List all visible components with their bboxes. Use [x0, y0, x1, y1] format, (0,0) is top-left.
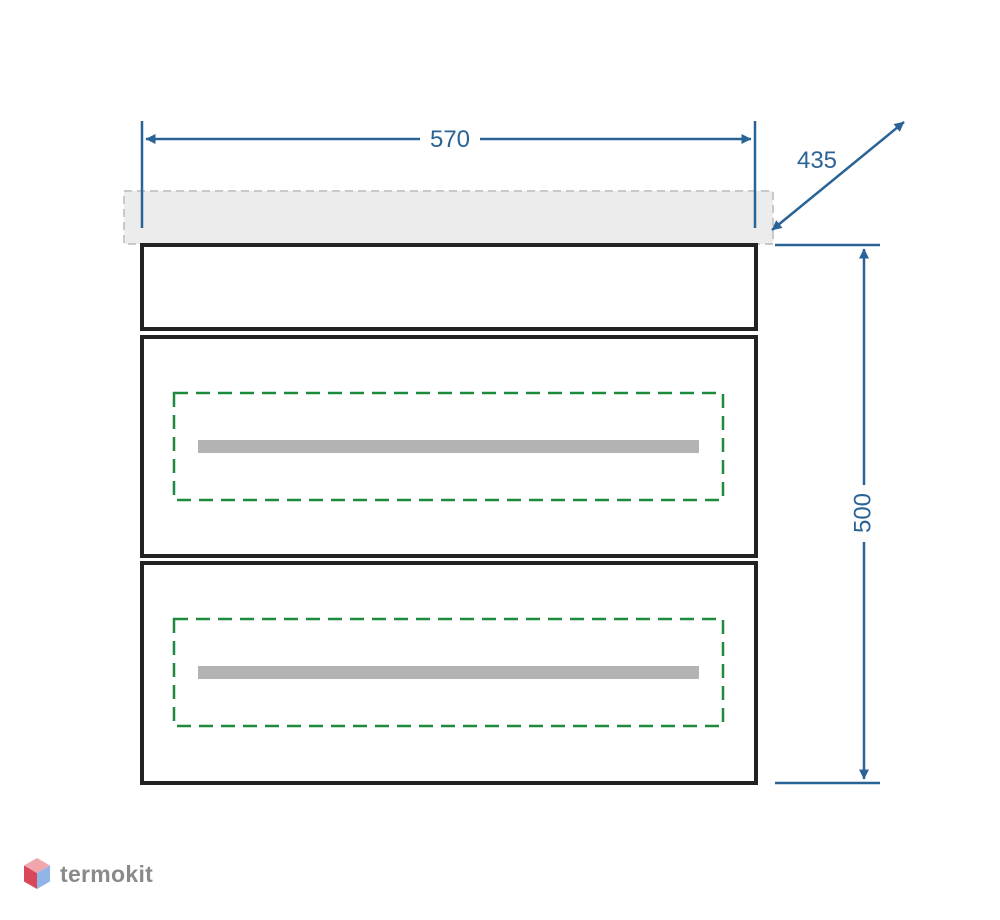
height-label: 500	[849, 493, 876, 533]
drawer-upper-handle-zone	[172, 391, 725, 502]
width-dimension	[140, 121, 757, 228]
cabinet-top-panel	[140, 243, 758, 331]
depth-label: 435	[797, 147, 837, 174]
drawer-lower-handle	[198, 666, 699, 679]
depth-arrow	[771, 121, 905, 231]
drawer-upper	[140, 335, 758, 558]
drawer-upper-handle	[198, 440, 699, 453]
drawer-lower-handle-zone	[172, 617, 725, 728]
width-label: 570	[430, 126, 470, 153]
drawer-lower	[140, 561, 758, 785]
hexagon-cube-icon	[24, 858, 50, 889]
height-dimension	[775, 243, 880, 785]
cabinet-body	[140, 243, 758, 785]
brand-name: termokit	[60, 860, 154, 887]
countertop-outline	[123, 190, 774, 245]
brand-watermark: termokit	[22, 856, 153, 892]
